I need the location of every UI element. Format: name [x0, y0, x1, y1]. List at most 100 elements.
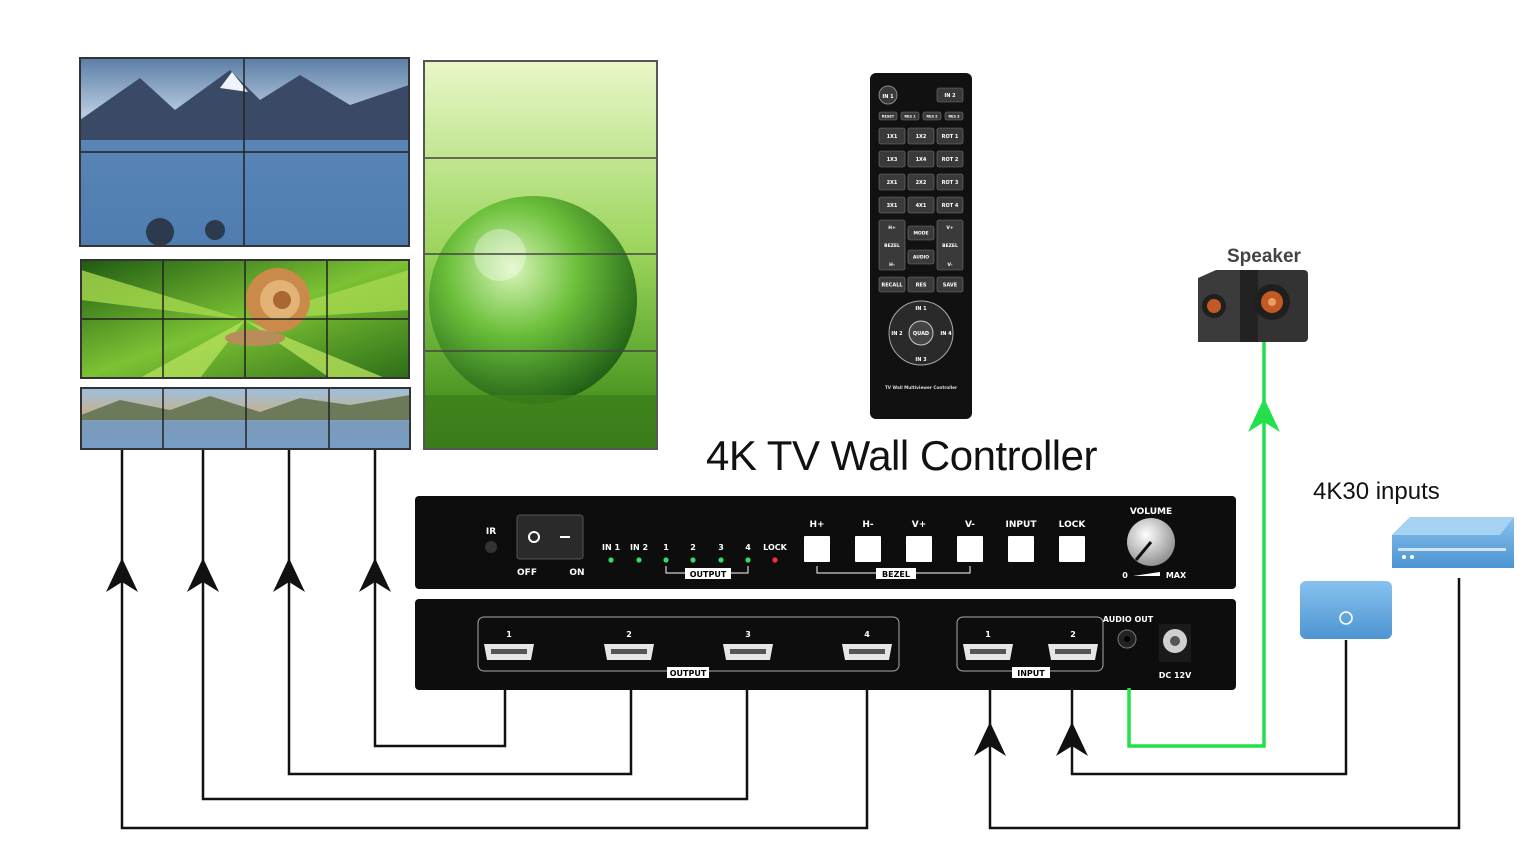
remote-button-label: V+	[946, 225, 953, 231]
video-wall-4x1-globe	[423, 60, 658, 450]
front-button-label: V+	[912, 520, 927, 530]
led-label: IN 2	[630, 543, 648, 552]
remote-button[interactable]	[878, 196, 906, 214]
remote-button-label: IN 3	[915, 357, 927, 363]
led-label: 4	[745, 543, 751, 552]
inputs-label: 4K30 inputs	[1313, 478, 1440, 505]
remote-button-label: 3X1	[887, 203, 898, 209]
status-led	[718, 557, 724, 563]
remote-button-label: BEZEL	[942, 243, 958, 249]
volume-min-label: 0	[1122, 571, 1128, 580]
remote-footer: TV Wall Multiviewer Controller	[885, 385, 958, 390]
front-button[interactable]	[1008, 536, 1034, 562]
remote-button[interactable]	[878, 173, 906, 191]
port-number: 2	[626, 630, 632, 639]
video-wall-1x4	[80, 387, 411, 450]
remote-button[interactable]	[936, 150, 964, 168]
audio-out-label: AUDIO OUT	[1103, 615, 1154, 624]
port-number: 1	[985, 630, 991, 639]
remote-button[interactable]	[878, 111, 898, 121]
remote-button-label: 2X1	[887, 180, 898, 186]
port-number: 1	[506, 630, 512, 639]
remote-button[interactable]	[936, 87, 964, 103]
remote-button[interactable]	[922, 111, 942, 121]
remote-button-label: IN 1	[915, 306, 927, 312]
remote-in1-button[interactable]	[878, 85, 898, 105]
remote-button[interactable]	[936, 127, 964, 145]
led-label: 3	[718, 543, 724, 552]
remote-button-label: H-	[889, 262, 895, 268]
remote-button[interactable]	[907, 225, 935, 241]
remote-button-label: IN 4	[940, 331, 952, 337]
remote-button-label: ROT 4	[942, 203, 959, 209]
front-button[interactable]	[1059, 536, 1085, 562]
remote-button-label: RES	[916, 282, 927, 288]
remote-button-label: 1X1	[887, 134, 898, 140]
remote-button-label: RECALL	[881, 282, 903, 288]
remote-button[interactable]	[907, 276, 935, 293]
switch-on-label: ON	[569, 568, 584, 578]
power-switch[interactable]	[516, 514, 584, 560]
front-button-label: V-	[965, 520, 975, 530]
remote-bezel-h[interactable]	[878, 219, 906, 271]
remote-quad-button[interactable]	[908, 320, 934, 346]
remote-button[interactable]	[878, 150, 906, 168]
remote-button[interactable]	[878, 127, 906, 145]
remote-button-label: ROT 1	[942, 134, 959, 140]
front-button[interactable]	[804, 536, 830, 562]
front-button-label: LOCK	[1059, 520, 1087, 530]
video-wall-snail	[80, 259, 410, 379]
remote-button-label: V-	[947, 262, 952, 268]
audio-line	[1127, 342, 1280, 748]
status-led	[663, 557, 669, 563]
speaker-label: Speaker	[1227, 246, 1301, 267]
front-button[interactable]	[855, 536, 881, 562]
front-button[interactable]	[906, 536, 932, 562]
port-number: 4	[864, 630, 870, 639]
remote-button-label: ROT 3	[942, 180, 959, 186]
remote-bezel-v[interactable]	[936, 219, 964, 271]
volume-max-label: MAX	[1166, 571, 1187, 580]
status-led	[745, 557, 751, 563]
page-title: 4K TV Wall Controller	[706, 432, 1097, 479]
remote-button[interactable]	[907, 150, 935, 168]
remote-button[interactable]	[907, 173, 935, 191]
front-button-label: H+	[809, 520, 824, 530]
remote-button[interactable]	[907, 196, 935, 214]
remote-button[interactable]	[936, 276, 964, 293]
front-button[interactable]	[957, 536, 983, 562]
status-led	[608, 557, 614, 563]
led-label: 1	[663, 543, 669, 552]
remote-button-label: IN 2	[944, 93, 956, 99]
remote-button[interactable]	[936, 173, 964, 191]
remote-button-label: 2X2	[916, 180, 927, 186]
remote-button-label: QUAD	[913, 331, 929, 337]
remote-button-label: IN 1	[882, 94, 894, 100]
remote-button-label: IN 2	[891, 331, 903, 337]
remote-button[interactable]	[907, 249, 935, 265]
ir-label: IR	[486, 527, 496, 537]
rear-panel: 1 2 3 4 1 2 OUTPUT INPUT AUDIO OUT DC 12V	[415, 599, 1236, 690]
remote-button[interactable]	[907, 127, 935, 145]
remote-button[interactable]	[936, 196, 964, 214]
rear-input-label: INPUT	[1017, 669, 1045, 678]
power-off-icon	[528, 531, 540, 543]
input-device-player	[1392, 517, 1514, 568]
led-label: 2	[690, 543, 696, 552]
remote-button[interactable]	[944, 111, 964, 121]
remote-button-label: ROT 2	[942, 157, 959, 163]
remote-button-label: 1X3	[887, 157, 898, 163]
front-output-label: OUTPUT	[690, 570, 727, 579]
remote-button[interactable]	[878, 276, 906, 293]
port-number: 2	[1070, 630, 1076, 639]
remote-button-label: RES 1	[904, 114, 916, 118]
speaker	[1198, 270, 1308, 342]
dc-label: DC 12V	[1159, 671, 1192, 680]
remote-button[interactable]	[900, 111, 920, 121]
rear-output-label: OUTPUT	[670, 669, 707, 678]
arrow-heads	[106, 558, 1088, 756]
ir-sensor	[485, 541, 497, 553]
remote-button-label: SAVE	[943, 282, 958, 288]
port-number: 3	[745, 630, 751, 639]
